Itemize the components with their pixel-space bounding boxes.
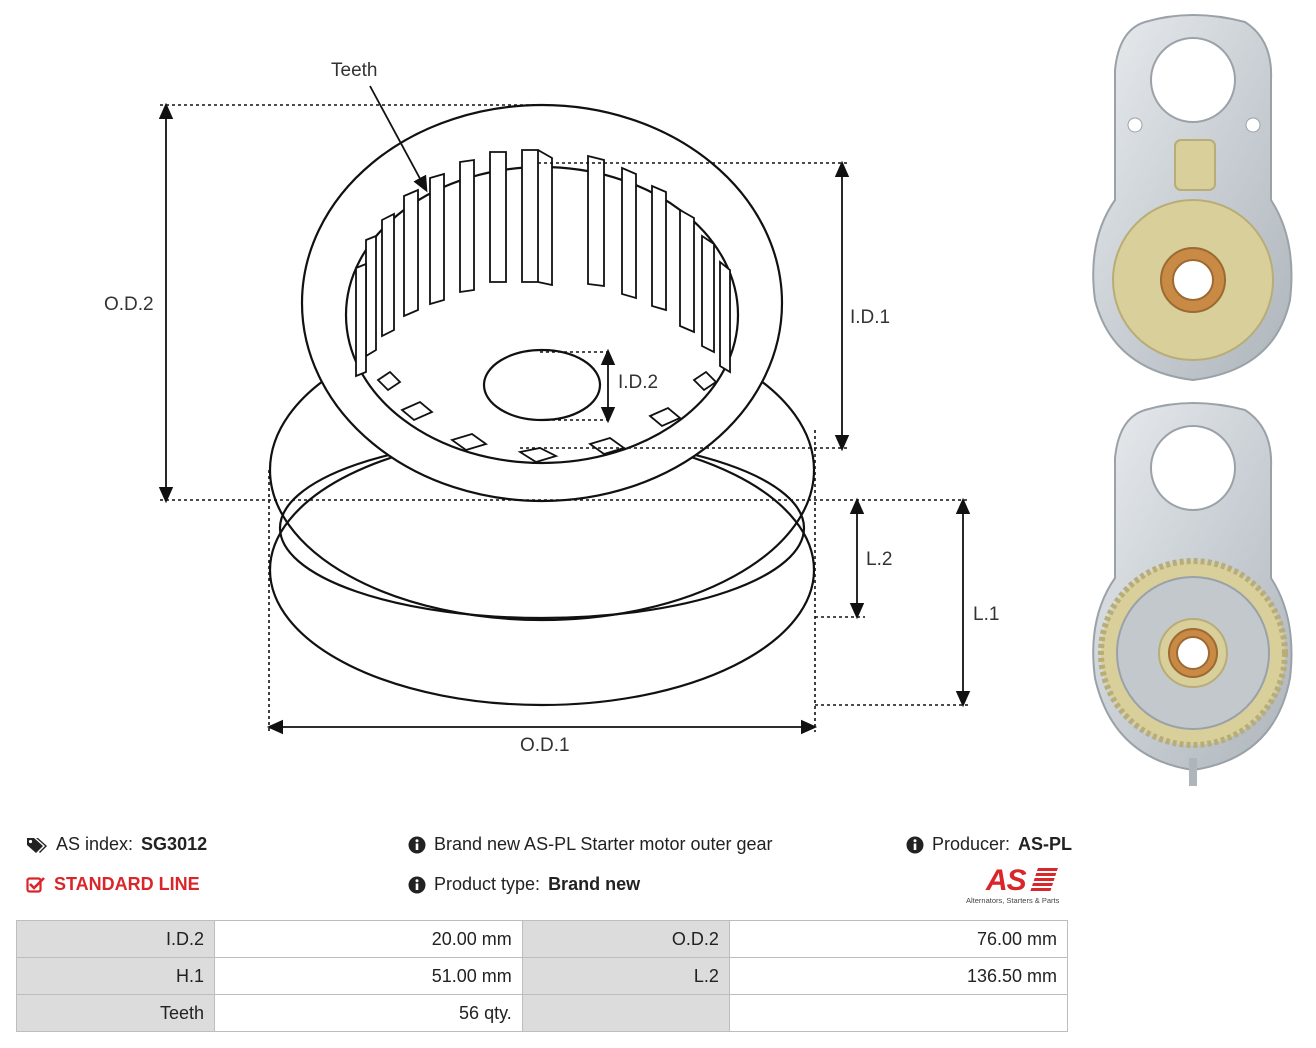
- as-index-label: AS index:: [56, 834, 134, 854]
- spec-value: 136.50 mm: [728, 957, 1069, 995]
- spec-value: 20.00 mm: [214, 920, 523, 958]
- product-type-row: Product type: Brand new: [408, 874, 640, 895]
- teeth-label: Teeth: [331, 60, 378, 81]
- description-row: Brand new AS-PL Starter motor outer gear: [408, 834, 773, 855]
- table-row: Teeth 56 qty.: [15, 994, 1069, 1032]
- standard-line-text: STANDARD LINE: [54, 874, 200, 894]
- l2-label: L.2: [866, 549, 893, 570]
- od1-label: O.D.1: [520, 735, 570, 756]
- specs-table: I.D.2 20.00 mm O.D.2 76.00 mm H.1 51.00 …: [15, 920, 1069, 1032]
- spec-value: 51.00 mm: [214, 957, 523, 995]
- producer-value: AS-PL: [1018, 834, 1073, 854]
- spec-key: O.D.2: [521, 920, 730, 958]
- teeth-group: [355, 149, 731, 463]
- spec-value: 56 qty.: [214, 994, 523, 1032]
- info-icon: [906, 836, 924, 853]
- spec-value: [728, 994, 1069, 1032]
- table-row: H.1 51.00 mm L.2 136.50 mm: [15, 957, 1069, 995]
- description-text: Brand new AS-PL Starter motor outer gear: [434, 834, 773, 854]
- spec-key: Teeth: [15, 994, 216, 1032]
- table-row: I.D.2 20.00 mm O.D.2 76.00 mm: [15, 920, 1069, 958]
- as-logo-mark: AS: [986, 864, 1027, 897]
- l1-label: L.1: [973, 604, 1000, 625]
- spec-key: L.2: [521, 957, 730, 995]
- gear-dimension-diagram: [158, 85, 971, 735]
- product-photo-top: [1092, 14, 1293, 382]
- product-type-label: Product type:: [434, 874, 541, 894]
- spec-key: H.1: [15, 957, 216, 995]
- od2-label: O.D.2: [104, 294, 154, 315]
- checkbox-checked-icon: [26, 876, 45, 893]
- tags-icon: [27, 837, 47, 853]
- id2-label: I.D.2: [618, 372, 659, 393]
- spec-key: [521, 994, 730, 1032]
- standard-line-row: STANDARD LINE: [26, 874, 200, 895]
- as-index-row: AS index: SG3012: [26, 834, 207, 855]
- as-index-value: SG3012: [141, 834, 208, 854]
- spec-value: 76.00 mm: [728, 920, 1069, 958]
- as-logo: AS Alternators, Starters & Parts: [966, 864, 1068, 908]
- product-photo-bottom: [1092, 402, 1293, 786]
- as-logo-tagline: Alternators, Starters & Parts: [966, 896, 1060, 905]
- spec-key: I.D.2: [15, 920, 216, 958]
- producer-row: Producer: AS-PL: [906, 834, 1072, 855]
- logo-stripes: [1030, 868, 1058, 892]
- producer-label: Producer:: [932, 834, 1011, 854]
- info-icon: [408, 876, 426, 893]
- product-type-value: Brand new: [548, 874, 641, 894]
- info-icon: [408, 836, 426, 853]
- id1-label: I.D.1: [850, 307, 891, 328]
